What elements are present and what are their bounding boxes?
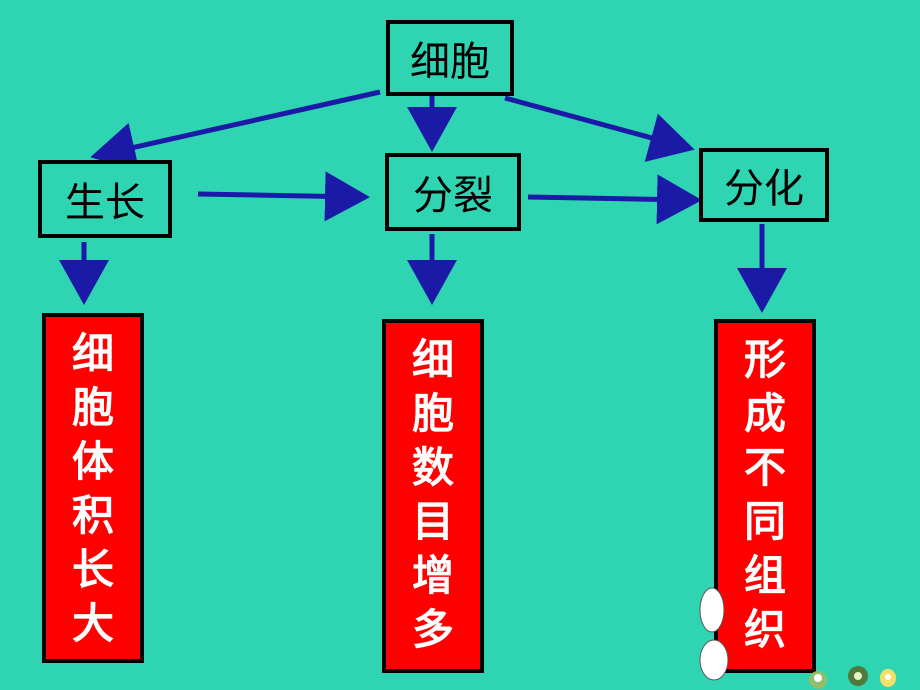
outcome-differentiation-char: 不 bbox=[743, 443, 786, 492]
arrow-cell-to-differentiation bbox=[504, 95, 695, 162]
node-differentiation-label: 分化 bbox=[724, 166, 804, 212]
outcome-growth: 细 胞 体 积 长 大 bbox=[42, 313, 144, 663]
node-growth: 生长 bbox=[38, 160, 172, 238]
node-differentiation: 分化 bbox=[699, 148, 829, 222]
node-growth-label: 生长 bbox=[65, 180, 145, 226]
outcome-differentiation-char: 形 bbox=[743, 335, 786, 384]
outcome-growth-char: 体 bbox=[71, 437, 114, 486]
arrow-division-to-differentiation bbox=[527, 174, 702, 225]
decorative-cartoon-icon bbox=[699, 587, 896, 689]
outcome-division-char: 数 bbox=[411, 443, 454, 492]
outcome-differentiation: 形 成 不 同 组 织 bbox=[714, 319, 816, 673]
outcome-growth-char: 细 bbox=[71, 329, 114, 378]
arrow-cell-to-growth bbox=[90, 89, 381, 172]
outcome-differentiation-char: 同 bbox=[743, 497, 786, 546]
outcome-division-char: 目 bbox=[411, 497, 454, 546]
node-cell-label: 细胞 bbox=[410, 39, 490, 85]
outcome-division: 细 胞 数 目 增 多 bbox=[382, 319, 484, 673]
outcome-division-char: 增 bbox=[411, 551, 454, 600]
node-division-label: 分裂 bbox=[413, 173, 493, 219]
outcome-differentiation-char: 织 bbox=[743, 605, 786, 654]
outcome-growth-char: 长 bbox=[71, 545, 114, 594]
outcome-division-char: 细 bbox=[411, 335, 454, 384]
outcome-growth-char: 大 bbox=[71, 599, 114, 648]
outcome-growth-char: 积 bbox=[71, 491, 114, 540]
outcome-differentiation-char: 组 bbox=[743, 551, 786, 600]
outcome-division-char: 多 bbox=[411, 605, 454, 654]
node-cell: 细胞 bbox=[386, 20, 514, 96]
arrow-growth-to-division bbox=[197, 171, 370, 222]
outcome-division-char: 胞 bbox=[411, 389, 454, 438]
outcome-differentiation-char: 成 bbox=[743, 389, 786, 438]
node-division: 分裂 bbox=[385, 153, 521, 231]
outcome-growth-char: 胞 bbox=[71, 383, 114, 432]
